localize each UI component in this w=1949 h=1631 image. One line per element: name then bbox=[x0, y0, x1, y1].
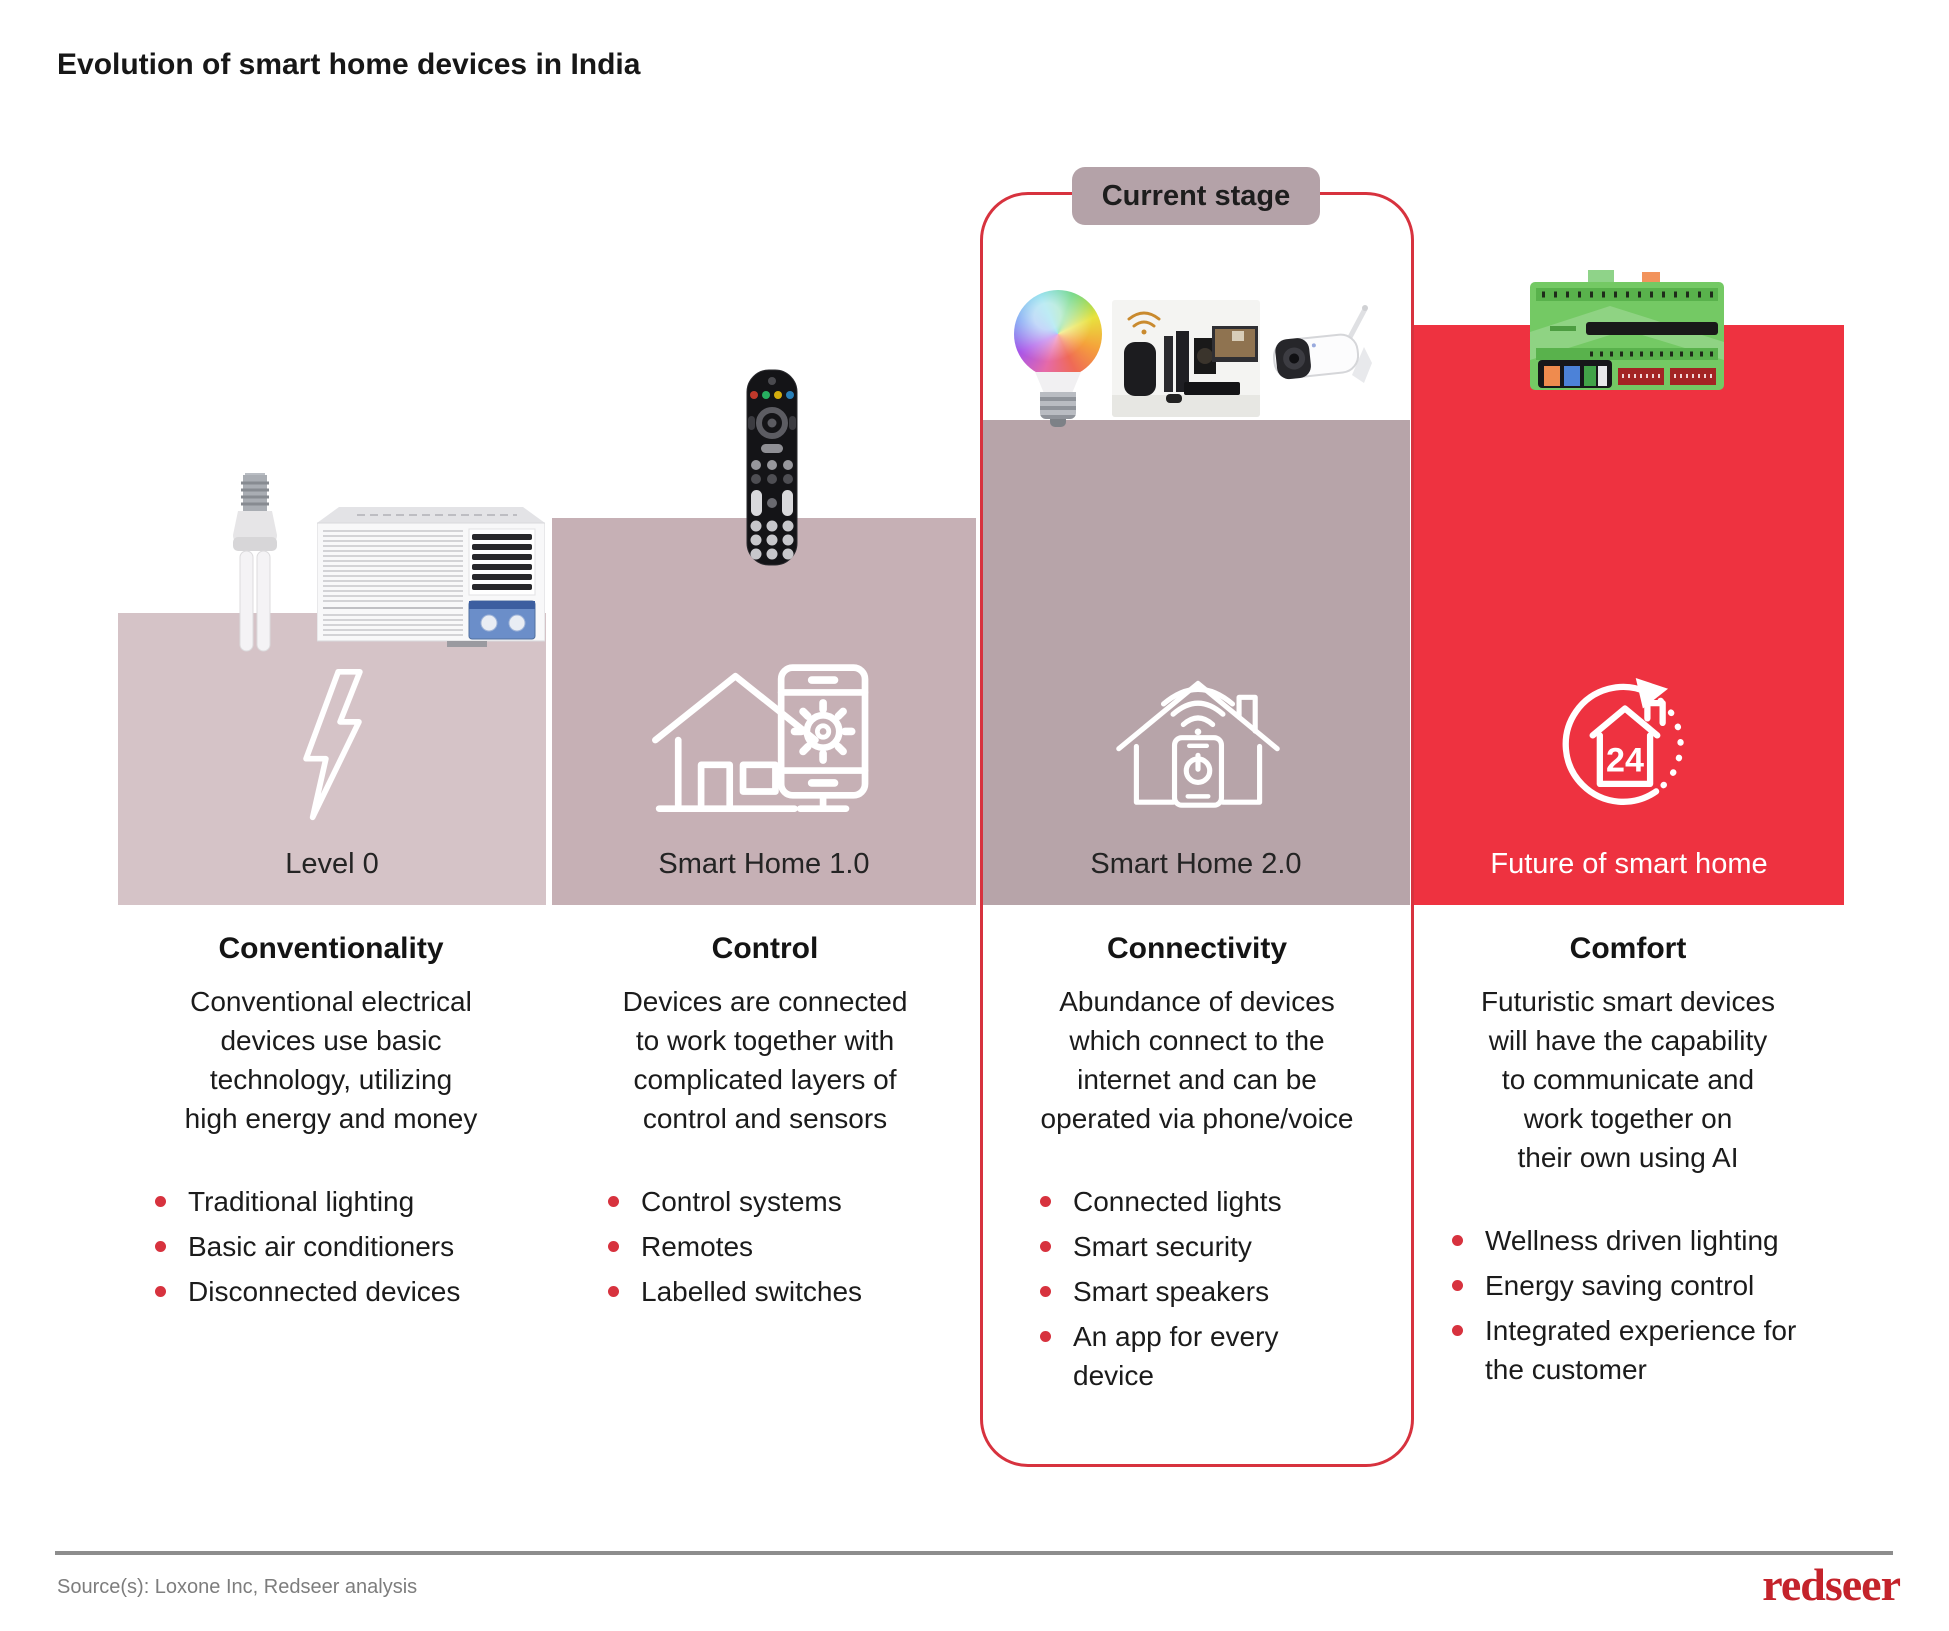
rgb-bulb-screw-base bbox=[1040, 392, 1076, 419]
stage-description-level-0: Conventionality Conventional electrical … bbox=[111, 932, 551, 1317]
stage-bullet-list: Traditional lighting Basic air condition… bbox=[155, 1182, 551, 1311]
stage-description-future: Comfort Futuristic smart devices will ha… bbox=[1408, 932, 1848, 1395]
stage-heading: Conventionality bbox=[218, 932, 444, 965]
page-title: Evolution of smart home devices in India bbox=[57, 48, 641, 81]
stage-description-smart-home-1: Control Devices are connected to work to… bbox=[545, 932, 985, 1317]
house-wifi-phone-icon bbox=[1110, 656, 1286, 826]
current-stage-label: Current stage bbox=[1101, 179, 1291, 212]
stage-heading: Connectivity bbox=[1106, 932, 1288, 965]
bullet-dot bbox=[1040, 1286, 1051, 1297]
stage-column-future: Future of smart home bbox=[1414, 325, 1844, 905]
bullet-dot bbox=[1452, 1235, 1463, 1246]
stage-label: Future of smart home bbox=[1490, 848, 1768, 880]
footer-divider bbox=[55, 1551, 1893, 1555]
bullet-dot bbox=[155, 1286, 166, 1297]
stage-column-smart-home-1: Smart Home 1.0 bbox=[552, 518, 976, 905]
bullet-dot bbox=[1040, 1241, 1051, 1252]
cfl-bulb-image bbox=[228, 473, 282, 660]
redseer-logo: redseer bbox=[1762, 1559, 1901, 1610]
stage-description-smart-home-2: Connectivity Abundance of devices which … bbox=[977, 932, 1417, 1401]
stage-label: Level 0 bbox=[285, 848, 379, 880]
rgb-bulb-neck bbox=[1035, 372, 1081, 392]
bullet-dot bbox=[1040, 1196, 1051, 1207]
tv-remote-image bbox=[744, 368, 800, 567]
bullet-dot bbox=[608, 1241, 619, 1252]
bullet-dot bbox=[1452, 1280, 1463, 1291]
stage-bullet-list: Control systems Remotes Labelled switche… bbox=[608, 1182, 985, 1311]
list-item: Smart security bbox=[1040, 1227, 1417, 1266]
list-item: Energy saving control bbox=[1452, 1266, 1848, 1305]
stage-bullet-list: Wellness driven lighting Energy saving c… bbox=[1452, 1221, 1848, 1389]
stage-paragraph: Devices are connected to work together w… bbox=[622, 986, 908, 1134]
stage-heading: Control bbox=[711, 932, 819, 965]
list-item: Control systems bbox=[608, 1182, 985, 1221]
stage-bullet-list: Connected lights Smart security Smart sp… bbox=[1040, 1182, 1417, 1395]
list-item: Labelled switches bbox=[608, 1272, 985, 1311]
house-24-loop-icon: 24 bbox=[1546, 653, 1712, 825]
icon-24-label: 24 bbox=[1606, 741, 1644, 779]
automation-controller-image bbox=[1530, 270, 1724, 395]
bullet-dot bbox=[1040, 1331, 1051, 1342]
rgb-bulb-contact bbox=[1050, 419, 1066, 427]
current-stage-badge: Current stage bbox=[1072, 167, 1320, 225]
stage-paragraph: Futuristic smart devices will have the c… bbox=[1480, 986, 1776, 1173]
house-phone-gear-icon bbox=[648, 660, 880, 822]
list-item: Disconnected devices bbox=[155, 1272, 551, 1311]
source-note: Source(s): Loxone Inc, Redseer analysis bbox=[57, 1576, 418, 1598]
list-item: Integrated experience for the customer bbox=[1452, 1311, 1848, 1389]
bullet-dot bbox=[1452, 1325, 1463, 1336]
list-item: An app for every device bbox=[1040, 1317, 1417, 1395]
list-item: Connected lights bbox=[1040, 1182, 1417, 1221]
rgb-bulb-globe bbox=[1014, 290, 1102, 378]
stage-paragraph: Conventional electrical devices use basi… bbox=[184, 986, 478, 1134]
list-item: Smart speakers bbox=[1040, 1272, 1417, 1311]
bullet-dot bbox=[155, 1196, 166, 1207]
stage-label: Smart Home 2.0 bbox=[1090, 848, 1302, 880]
stage-heading: Comfort bbox=[1569, 932, 1687, 965]
bullet-dot bbox=[155, 1241, 166, 1252]
list-item: Traditional lighting bbox=[155, 1182, 551, 1221]
security-camera-image bbox=[1268, 303, 1372, 400]
stage-column-level-0: Level 0 bbox=[118, 613, 546, 905]
list-item: Wellness driven lighting bbox=[1452, 1221, 1848, 1260]
home-theater-photo bbox=[1112, 300, 1260, 417]
stage-paragraph: Abundance of devices which connect to th… bbox=[1040, 986, 1354, 1134]
stage-column-smart-home-2: Smart Home 2.0 bbox=[982, 420, 1410, 905]
lightning-bolt-icon bbox=[290, 663, 375, 828]
list-item: Remotes bbox=[608, 1227, 985, 1266]
rgb-smart-bulb-image bbox=[1014, 290, 1102, 445]
stage-label: Smart Home 1.0 bbox=[658, 848, 870, 880]
list-item: Basic air conditioners bbox=[155, 1227, 551, 1266]
window-air-conditioner-image bbox=[317, 503, 545, 648]
bullet-dot bbox=[608, 1286, 619, 1297]
bullet-dot bbox=[608, 1196, 619, 1207]
